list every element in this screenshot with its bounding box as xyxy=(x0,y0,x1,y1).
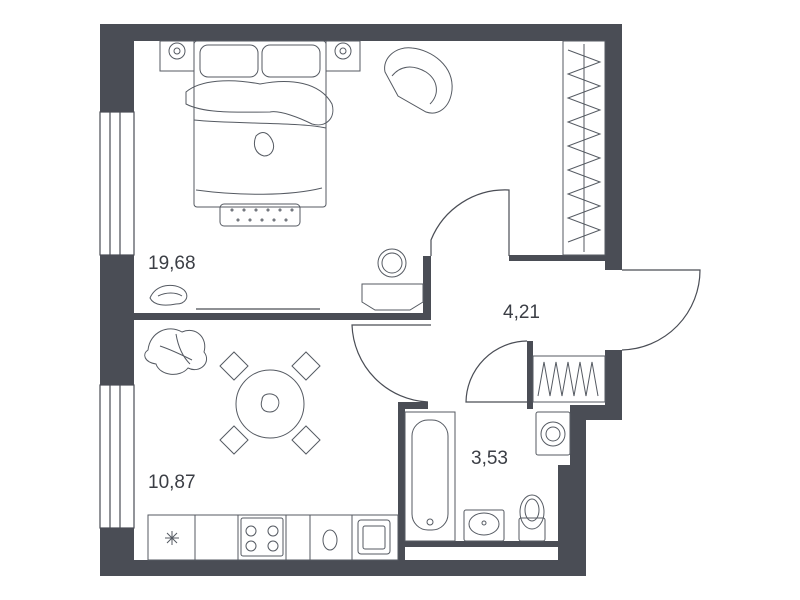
doors xyxy=(351,189,701,403)
wall-hall-top xyxy=(509,255,605,261)
outer-walls xyxy=(100,24,622,576)
door-kitchen xyxy=(351,324,431,403)
area-label-hallway: 4,21 xyxy=(503,302,540,323)
plant-kitchen xyxy=(144,328,208,375)
wardrobe-hall xyxy=(532,355,606,403)
wall-right-upper xyxy=(605,24,622,270)
wall-left-mid xyxy=(100,255,134,385)
wall-bath-bottom xyxy=(405,541,560,547)
wall-bath-left xyxy=(398,402,405,560)
interior-walls xyxy=(134,255,605,560)
door-bedroom xyxy=(430,189,510,256)
bathtub xyxy=(404,411,456,542)
kitchen-counter xyxy=(147,514,399,561)
toilet xyxy=(518,494,546,542)
wall-bedroom-kitchen xyxy=(134,313,431,320)
plant-bedroom xyxy=(149,284,188,306)
wall-kitchen-bath-top xyxy=(398,402,428,409)
sink xyxy=(463,509,505,542)
window-bedroom xyxy=(99,111,135,256)
area-label-kitchen: 10,87 xyxy=(148,472,196,493)
wall-top xyxy=(100,24,622,41)
dining-table xyxy=(219,351,321,455)
wall-right-step xyxy=(585,405,622,420)
wall-left-upper xyxy=(100,24,134,112)
wall-right-lower xyxy=(570,405,586,576)
bench xyxy=(219,203,301,227)
area-label-bedroom: 19,68 xyxy=(148,253,196,274)
wall-bath-hall xyxy=(527,341,533,409)
nightstand-right xyxy=(325,40,361,72)
window-kitchen xyxy=(99,384,135,529)
door-entrance xyxy=(621,269,701,351)
wall-bottom xyxy=(100,560,586,576)
area-label-bathroom: 3,53 xyxy=(471,448,508,469)
vanity xyxy=(361,248,424,311)
armchair xyxy=(384,47,453,114)
windows xyxy=(99,111,135,529)
door-bathroom xyxy=(465,340,528,403)
wall-right-mid xyxy=(605,350,622,420)
nightstand-left xyxy=(159,40,195,72)
wall-bedroom-hall-vertical xyxy=(423,256,431,320)
wardrobe-bedroom xyxy=(562,40,606,256)
wall-bath-right xyxy=(558,465,570,560)
bed xyxy=(185,40,334,208)
washing-machine xyxy=(535,411,571,456)
